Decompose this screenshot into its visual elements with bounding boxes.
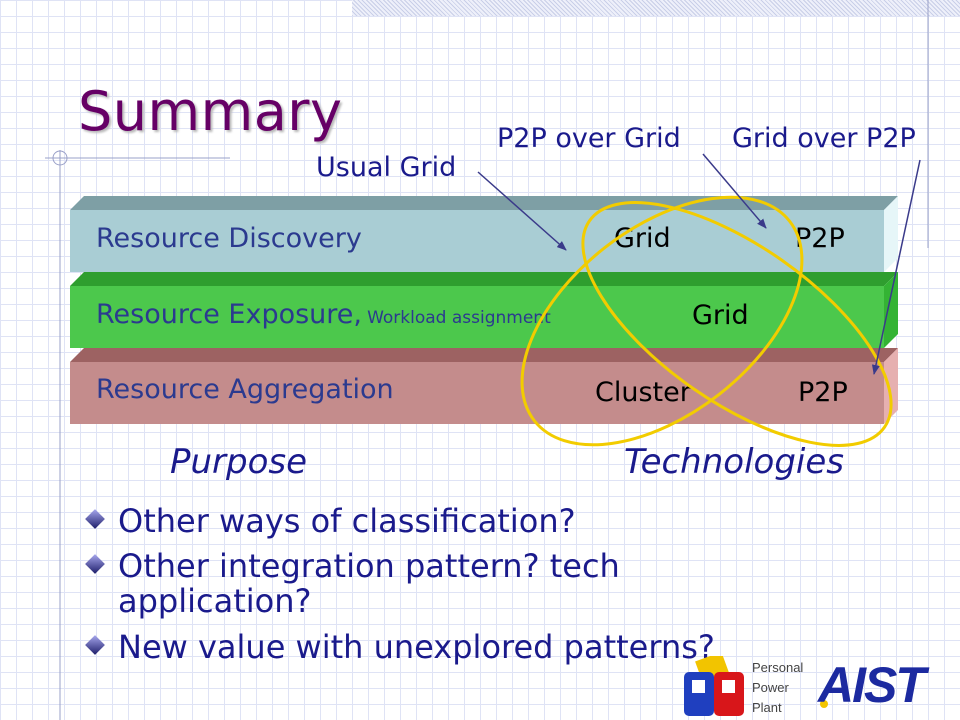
- ellipse-p2p-over-grid: [581, 201, 893, 447]
- tech-aggregation-p2p: P2P: [798, 377, 848, 408]
- ppp-logo-text: Personal Power Plant: [752, 660, 804, 715]
- discovery-layer: [70, 210, 884, 272]
- top-pattern-band: [352, 0, 960, 16]
- tech-aggregation-cluster: Cluster: [595, 377, 691, 408]
- axis-label-technologies: Technologies: [624, 442, 844, 482]
- layer-label-discovery: Resource Discovery: [96, 223, 362, 254]
- aggregation-layer-top: [70, 348, 898, 362]
- axis-label-purpose: Purpose: [170, 442, 308, 482]
- arrow-usual-grid: [477, 171, 567, 251]
- layer-label-aggregation: Resource Aggregation: [96, 374, 394, 405]
- aggregation-layer-side: [884, 348, 898, 424]
- aggregation-layer: [70, 362, 884, 424]
- discovery-layer-top: [70, 196, 898, 210]
- layer-sublabel-exposure: Workload assignment: [367, 308, 551, 328]
- tech-discovery-p2p: P2P: [795, 223, 845, 254]
- arrow-p2p-over-grid: [702, 153, 767, 229]
- layer-label-exposure: Resource Exposure,: [96, 299, 362, 330]
- label-usual-grid: Usual Grid: [316, 152, 457, 183]
- tech-exposure-grid: Grid: [692, 300, 749, 331]
- discovery-layer-side: [884, 196, 898, 272]
- layer-label-exposure-group: Resource Exposure, Workload assignment: [96, 299, 551, 330]
- ellipse-usual-grid: [520, 195, 804, 447]
- tech-discovery-grid: Grid: [614, 223, 671, 254]
- exposure-layer-side: [884, 272, 898, 348]
- exposure-layer-top: [70, 272, 898, 286]
- label-p2p-over-grid: P2P over Grid: [497, 123, 681, 154]
- label-grid-over-p2p: Grid over P2P: [732, 123, 916, 154]
- page-title: Summary: [78, 80, 343, 143]
- exposure-layer: [70, 286, 884, 348]
- aist-logo: AIST: [818, 657, 926, 713]
- arrow-grid-over-p2p: [871, 159, 921, 375]
- aist-logo-dot-icon: [820, 700, 828, 708]
- ppp-logo-icon: [684, 656, 744, 716]
